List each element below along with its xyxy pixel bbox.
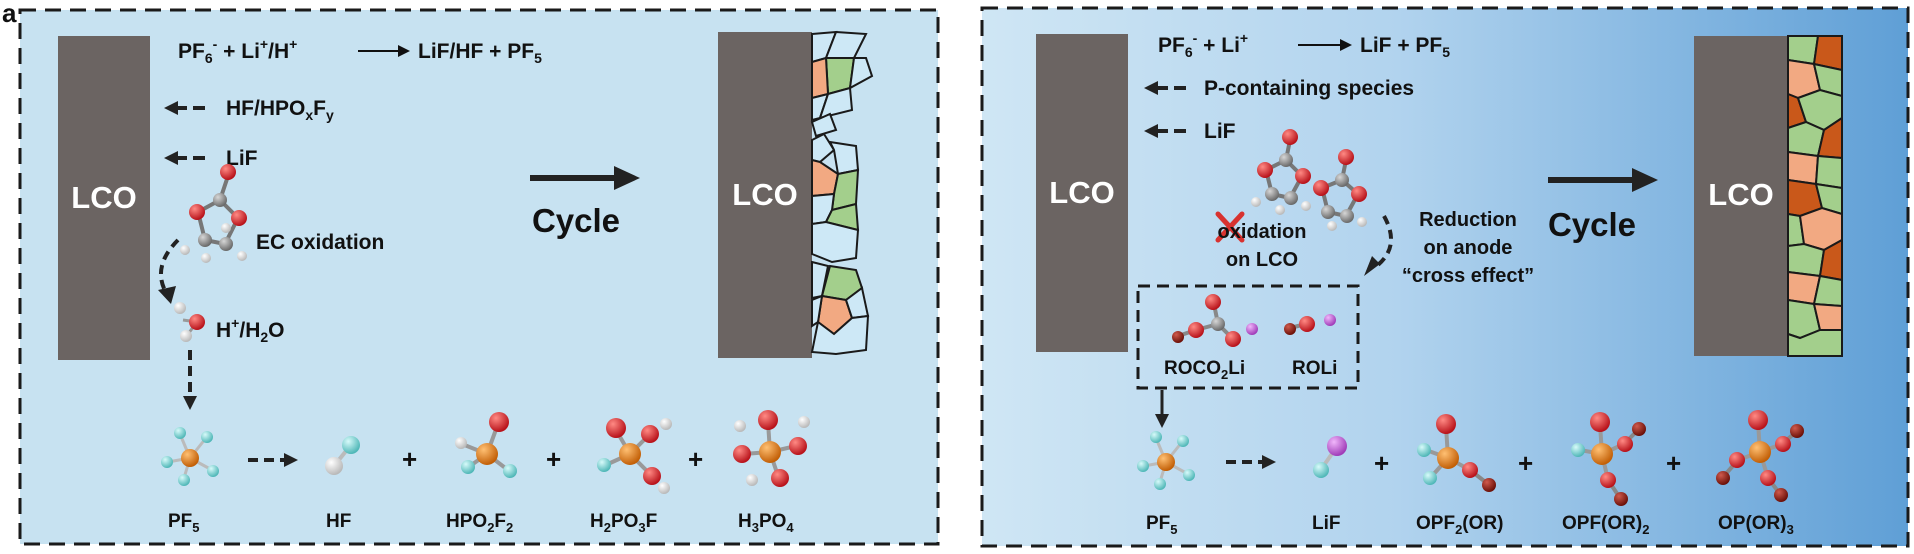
right-lco-cycled-label: LCO — [1708, 177, 1773, 212]
right-reduction-products-box — [1136, 284, 1360, 390]
left-lco-label: LCO — [71, 180, 136, 215]
left-lif-label: LiF — [226, 147, 258, 170]
left-h2po3f-label: H2PO3F — [590, 511, 657, 535]
left-cei-layer — [810, 30, 874, 356]
right-cycle-label: Cycle — [1548, 206, 1636, 243]
right-panel: LCO PF6- + Li+ LiF + PF5 P-containing sp… — [980, 6, 1910, 548]
left-hf-molecule — [325, 436, 360, 475]
left-h3po4-molecule — [733, 410, 810, 487]
left-ec-oxidation-label: EC oxidation — [256, 231, 384, 254]
left-panel: LCO PF6- + Li+/H+ LiF/HF + PF5 HF/HPOxFy… — [18, 8, 940, 546]
left-down-arrowhead — [183, 396, 197, 410]
right-opf2or-label: OPF2(OR) — [1416, 513, 1503, 537]
left-lif-arrow — [164, 151, 205, 165]
right-pf5-label: PF5 — [1146, 513, 1178, 537]
left-curved-arrow — [159, 238, 180, 298]
right-ec-molecule-1 — [1251, 129, 1311, 215]
right-opfor2-molecule — [1571, 412, 1646, 506]
right-down-arrowhead — [1155, 414, 1169, 428]
right-ec-molecule-2 — [1313, 149, 1367, 231]
right-reduction-line-3: “cross effect” — [1402, 265, 1534, 287]
right-opor3-label: OP(OR)3 — [1718, 513, 1794, 537]
right-lif-label: LiF — [1204, 120, 1236, 143]
right-on-lco-label: on LCO — [1226, 249, 1298, 271]
right-pf5-molecule — [1137, 431, 1195, 490]
right-oxidation-label: oxidation — [1218, 221, 1307, 243]
left-reaction-equation: PF6- + Li+/H+ — [178, 36, 297, 66]
left-reaction-arrowhead — [398, 45, 410, 57]
right-roli-molecule — [1284, 314, 1336, 335]
right-reduction-line-1: Reduction — [1419, 209, 1517, 231]
right-rocoli-molecule — [1172, 294, 1258, 347]
right-lif-bottom-label: LiF — [1312, 513, 1341, 534]
right-cei-layer — [1787, 35, 1843, 357]
left-curved-arrowhead — [158, 286, 176, 304]
right-roli-label: ROLi — [1292, 358, 1337, 379]
left-pf5-label: PF5 — [168, 511, 200, 535]
right-reduction-line-2: on anode — [1424, 237, 1513, 259]
right-curved-arrowhead — [1364, 256, 1380, 276]
right-cycle-arrowhead — [1632, 168, 1658, 192]
left-lco-electrode-cycled — [718, 32, 812, 358]
left-pf5-molecule — [161, 427, 219, 486]
right-opf2or-molecule — [1417, 414, 1496, 492]
right-plus-1: + — [1374, 448, 1389, 478]
left-plus-3: + — [688, 444, 703, 474]
left-h2po3f-molecule — [597, 418, 672, 494]
left-h-h2o-label: H+/H2O — [216, 315, 285, 345]
right-lif-molecule — [1313, 436, 1347, 478]
left-h3po4-label: H3PO4 — [738, 511, 794, 535]
left-cycle-label: Cycle — [532, 202, 620, 239]
right-reaction-equation: PF6- + Li+ — [1158, 30, 1248, 60]
left-lco-electrode — [58, 36, 150, 360]
left-bottom-dashed-arrow — [248, 453, 298, 467]
right-lco-electrode — [1036, 34, 1128, 352]
left-ec-molecule — [180, 164, 247, 263]
right-reaction-products: LiF + PF5 — [1360, 34, 1450, 60]
right-cross-icon — [1215, 211, 1245, 243]
right-reaction-arrowhead — [1340, 39, 1352, 51]
right-p-species-arrow — [1144, 81, 1186, 95]
right-p-species-label: P-containing species — [1204, 77, 1414, 100]
left-lco-cycled-label: LCO — [732, 177, 797, 212]
right-rocoli-label: ROCO2Li — [1164, 358, 1245, 382]
right-plus-3: + — [1666, 448, 1681, 478]
left-hpo2f2-molecule — [455, 412, 517, 478]
panel-letter: a — [2, 0, 17, 28]
left-reaction-products: LiF/HF + PF5 — [418, 40, 542, 66]
left-cycle-arrowhead — [614, 166, 640, 190]
left-plus-1: + — [402, 444, 417, 474]
right-bottom-dashed-arrow — [1226, 455, 1276, 469]
left-hf-hpoxfy-label: HF/HPOxFy — [226, 97, 334, 123]
left-water-molecule — [174, 302, 205, 342]
right-plus-2: + — [1518, 448, 1533, 478]
right-lif-arrow — [1144, 124, 1186, 138]
left-hf-label: HF — [326, 511, 351, 532]
left-hpo2f2-label: HPO2F2 — [446, 511, 513, 535]
right-panel-border — [980, 6, 1910, 548]
right-lco-electrode-cycled — [1694, 36, 1788, 356]
left-panel-border — [18, 8, 940, 546]
right-opor3-molecule — [1716, 410, 1804, 502]
left-plus-2: + — [546, 444, 561, 474]
left-hf-arrow — [164, 101, 205, 115]
right-lco-label: LCO — [1049, 175, 1114, 210]
right-opfor2-label: OPF(OR)2 — [1562, 513, 1649, 537]
